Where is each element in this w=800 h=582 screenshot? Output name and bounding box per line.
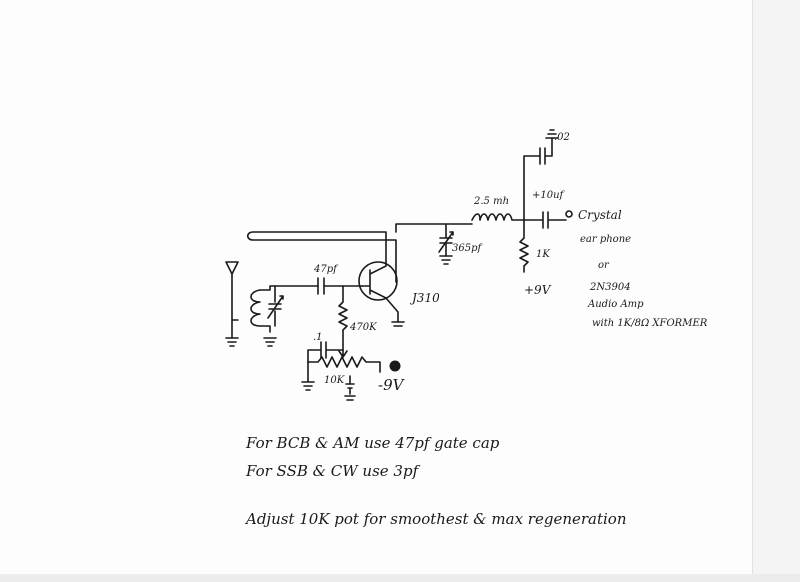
label-or: or — [598, 260, 610, 271]
battery-minus-9v — [344, 360, 401, 401]
tank-capacitor — [267, 285, 284, 327]
label-cap-1: .1 — [313, 332, 323, 343]
note-bcb-am: For BCB & AM use 47pf gate cap — [245, 434, 500, 452]
note-ssb-cw: For SSB & CW use 3pf — [245, 462, 421, 480]
label-crystal: Crystal — [578, 208, 622, 222]
label-transistor: 2N3904 — [589, 282, 631, 293]
detector-capacitor — [438, 223, 454, 265]
resistor-1k — [519, 219, 529, 273]
label-choke: 2.5 mh — [473, 196, 509, 207]
bypass-capacitor-002 — [523, 129, 559, 221]
jfet-symbol — [358, 239, 405, 327]
label-cap-10uf: +10uf — [532, 190, 566, 201]
bypass-capacitor-small — [307, 341, 344, 363]
label-jfet: J310 — [409, 291, 440, 305]
label-resistor-1k: 1K — [536, 249, 550, 260]
gate-capacitor — [274, 277, 363, 295]
label-audio-amp: Audio Amp — [587, 299, 644, 310]
label-resistor-470k: 470K — [349, 322, 377, 333]
label-plus-9v: +9V — [524, 283, 552, 297]
label-pot-10k: 10K — [324, 375, 345, 386]
label-xformer: with 1K/8Ω XFORMER — [592, 318, 708, 329]
resistor-470k — [338, 285, 348, 351]
rf-choke — [471, 213, 525, 221]
tuning-coil — [250, 285, 277, 347]
coupling-capacitor-10uf — [523, 210, 573, 229]
note-adjust-pot: Adjust 10K pot for smoothest & max regen… — [244, 510, 627, 528]
label-cap-365pf: 365pf — [452, 243, 483, 254]
potentiometer-10k — [301, 349, 381, 391]
paper-edge — [752, 0, 800, 582]
label-cap-002: .02 — [554, 132, 570, 143]
label-earphone: ear phone — [580, 234, 631, 245]
label-minus-9v: -9V — [378, 376, 406, 394]
antenna-symbol — [225, 261, 239, 347]
paper-bottom-edge — [0, 574, 800, 582]
battery-terminal-dot — [389, 360, 401, 372]
label-gate-cap: 47pf — [313, 264, 339, 275]
